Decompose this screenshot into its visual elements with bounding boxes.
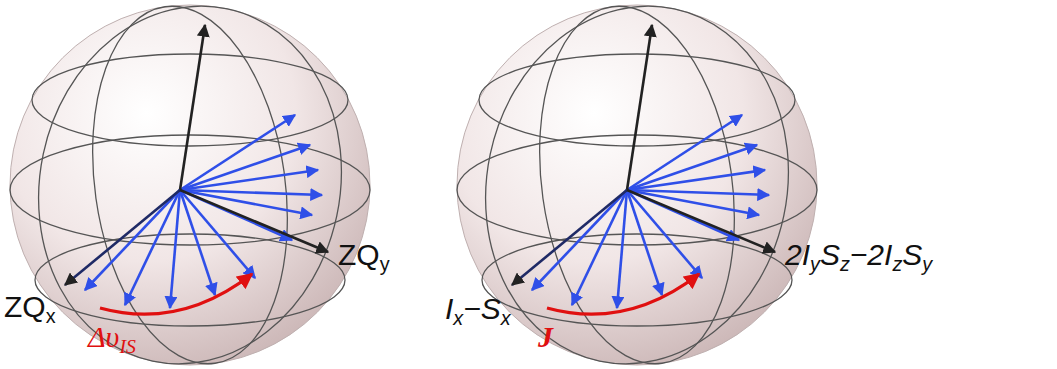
subscript: x	[453, 307, 463, 329]
axis-label: J	[538, 322, 553, 352]
label-text: ZQ	[4, 290, 46, 323]
axis-label: Ix−Sx	[445, 294, 511, 329]
blue-vector	[617, 190, 627, 308]
blue-vector	[627, 190, 769, 195]
subscript: y	[810, 253, 820, 275]
vector-group	[512, 25, 775, 314]
blue-vector	[532, 190, 627, 290]
subscript: z	[892, 253, 902, 275]
blue-vector	[180, 170, 318, 190]
axis-vector	[180, 25, 205, 190]
axis-vector	[65, 190, 180, 285]
axis-vector	[627, 25, 652, 190]
blue-vector	[180, 115, 295, 190]
sphere-right	[453, 0, 821, 369]
label-text: ZQ	[338, 238, 380, 271]
axis-vector	[512, 190, 627, 285]
blue-vector	[180, 190, 322, 195]
subscript: y	[380, 253, 390, 275]
axis-label: ΔυIS	[88, 322, 136, 357]
precession-arc	[547, 274, 699, 314]
subscript: y	[922, 253, 932, 275]
blue-vector	[180, 145, 310, 190]
label-text: 2I	[785, 238, 810, 271]
axis-label: 2IySz−2IzSy	[785, 240, 932, 275]
blue-vector	[627, 115, 742, 190]
label-text: S	[820, 238, 840, 271]
sphere-left	[6, 0, 374, 369]
axis-vector	[627, 190, 775, 252]
subscript: z	[840, 253, 850, 275]
subscript: x	[46, 305, 56, 327]
blue-vector	[627, 190, 662, 295]
blue-vector	[180, 190, 215, 295]
subscript: x	[501, 307, 511, 329]
blue-vector	[627, 170, 765, 190]
label-text: S	[902, 238, 922, 271]
label-text: −S	[463, 292, 501, 325]
subscript: IS	[119, 335, 135, 357]
blue-vector	[170, 190, 180, 308]
label-text: I	[445, 292, 453, 325]
vector-group	[65, 25, 328, 314]
label-text: Δυ	[88, 320, 119, 353]
axis-label: ZQy	[338, 240, 390, 275]
blue-vector	[85, 190, 180, 290]
label-text: −2I	[850, 238, 893, 271]
precession-arc	[100, 274, 252, 314]
axis-vector	[180, 190, 328, 252]
blue-vector	[627, 145, 757, 190]
axis-label: ZQx	[4, 292, 56, 327]
label-text: J	[538, 320, 553, 353]
